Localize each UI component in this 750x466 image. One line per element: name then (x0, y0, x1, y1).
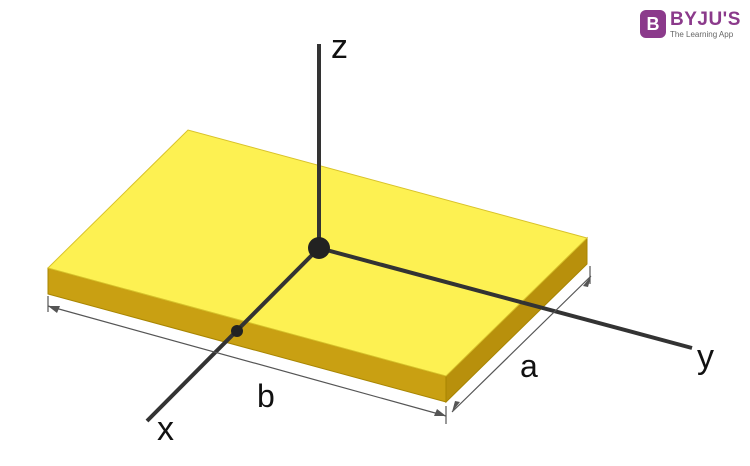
y-axis-label: y (697, 338, 714, 376)
brand-tagline: The Learning App (670, 29, 734, 39)
dimension-a-arrow-bottom (452, 401, 460, 412)
dimension-b-arrow-right (434, 409, 446, 416)
dimension-a-arrow-top (583, 276, 591, 287)
brand-name: BYJU'S (670, 8, 741, 30)
brand-logo: B BYJU'S The Learning App (640, 8, 744, 40)
origin-point (308, 237, 330, 259)
brand-logo-text: BYJU'S The Learning App (670, 10, 741, 39)
x-axis-point (231, 325, 243, 337)
x-axis-label: x (157, 410, 174, 448)
z-axis-label: z (331, 28, 348, 66)
dimension-a-label: a (520, 348, 538, 384)
y-axis-line (318, 246, 693, 350)
dimension-a-line (451, 275, 592, 413)
dimension-b-label: b (257, 378, 275, 414)
dimension-b-line (47, 305, 447, 417)
brand-logo-mark: B (640, 10, 666, 38)
dimension-b-arrow-left (48, 306, 60, 313)
